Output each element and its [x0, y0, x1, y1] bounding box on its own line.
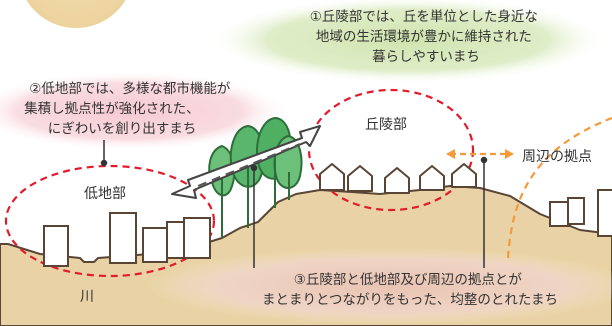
connection-arrow-icon	[171, 125, 321, 199]
hill-houses	[319, 163, 477, 194]
nearby-hubs-label: 周辺の拠点	[522, 149, 592, 165]
nearby-hub-arc	[506, 116, 612, 259]
hill-area-label: 丘陵部	[365, 117, 407, 133]
hill-note: ①丘陵部では、丘を単位とした身近な 地域の生活環境が豊かに維持された 暮らしやす…	[310, 9, 542, 65]
lowland-note-bg	[0, 71, 290, 151]
right-buildings	[549, 189, 612, 237]
leader-lines	[100, 140, 488, 268]
lowland-area-label: 低地部	[84, 186, 126, 202]
river-label: 川	[80, 289, 94, 305]
lowland-note: ②低地部では、多様な都市機能が 集積し拠点性が強化された、 にぎわいを創り出すま…	[24, 80, 235, 137]
hill-note-bg	[208, 0, 608, 84]
link-note: ③丘陵部と低地部及び周辺の拠点とが まとまりとつながりをもった、均整のとれたまち	[262, 272, 558, 308]
tree-group	[208, 116, 303, 238]
lowland-buildings	[43, 212, 211, 267]
nearby-hub-arrow-icon	[446, 149, 514, 159]
lowland-dashed-circle	[4, 164, 216, 278]
hill-dashed-circle	[307, 88, 475, 212]
decorative-circle	[26, 0, 126, 28]
link-note-bg	[148, 248, 612, 324]
